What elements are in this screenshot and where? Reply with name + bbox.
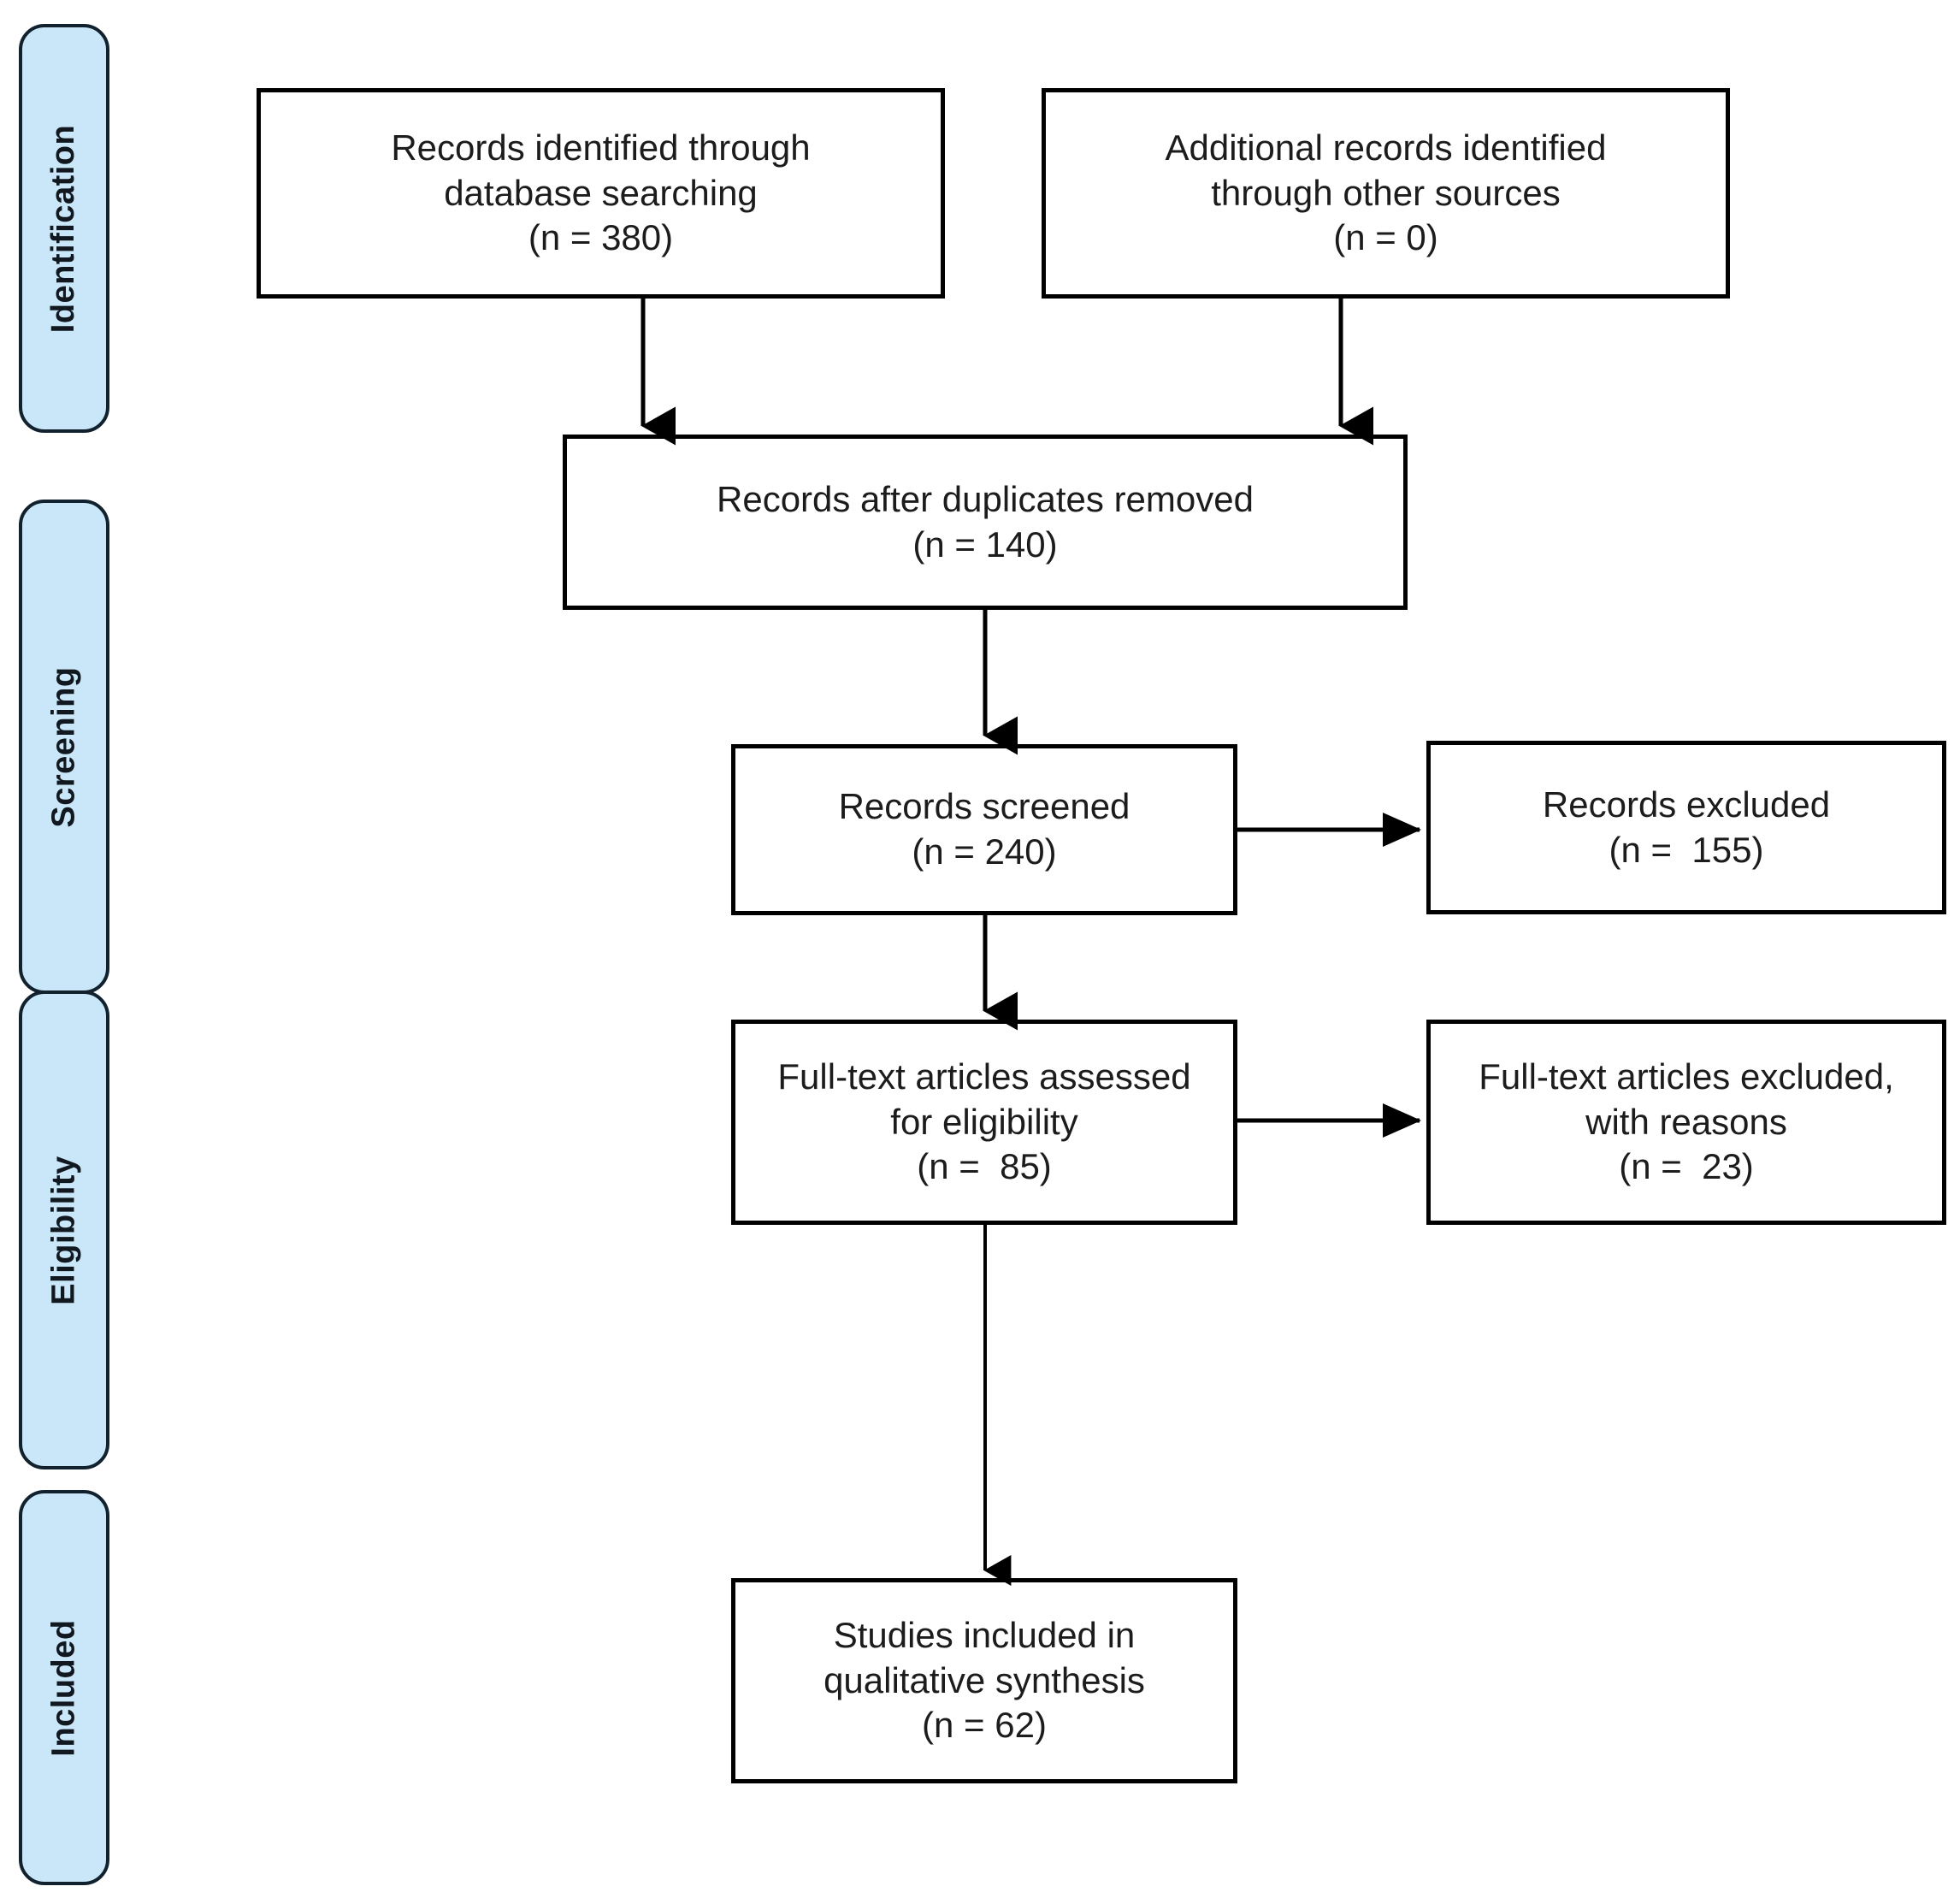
box-line: Records screened bbox=[838, 786, 1130, 827]
box-count: (n = 62) bbox=[922, 1705, 1047, 1746]
box-records-identified-database: Records identified through database sear… bbox=[257, 88, 945, 299]
box-line: Records excluded bbox=[1542, 783, 1831, 825]
stage-pill-screening: Screening bbox=[19, 500, 109, 994]
stage-pill-eligibility: Eligibility bbox=[19, 990, 109, 1469]
box-records-excluded: Records excluded (n = 155) bbox=[1426, 741, 1946, 914]
box-line: Records identified through bbox=[391, 127, 811, 168]
box-line: qualitative synthesis bbox=[824, 1659, 1145, 1700]
box-count: (n = 155) bbox=[1609, 829, 1764, 870]
box-line: Additional records identified bbox=[1165, 127, 1607, 168]
box-records-after-duplicates-removed: Records after duplicates removed (n = 14… bbox=[563, 435, 1408, 610]
box-records-screened: Records screened (n = 240) bbox=[731, 744, 1237, 915]
box-line: database searching bbox=[444, 172, 758, 213]
box-studies-included-qualitative: Studies included in qualitative synthesi… bbox=[731, 1578, 1237, 1783]
box-additional-records-other-sources: Additional records identified through ot… bbox=[1042, 88, 1730, 299]
box-count: (n = 85) bbox=[917, 1146, 1052, 1187]
box-count: (n = 0) bbox=[1333, 217, 1438, 258]
stage-label-screening: Screening bbox=[45, 665, 82, 828]
box-full-text-excluded: Full-text articles excluded, with reason… bbox=[1426, 1020, 1946, 1225]
box-line: with reasons bbox=[1585, 1101, 1787, 1142]
stage-pill-included: Included bbox=[19, 1490, 109, 1885]
stage-label-identification: Identification bbox=[45, 124, 82, 333]
box-line: through other sources bbox=[1211, 172, 1561, 213]
stage-pill-identification: Identification bbox=[19, 24, 109, 433]
stage-label-included: Included bbox=[45, 1618, 82, 1757]
box-line: Studies included in bbox=[833, 1614, 1136, 1655]
box-count: (n = 380) bbox=[528, 217, 674, 258]
box-line: Records after duplicates removed bbox=[717, 478, 1254, 519]
box-count: (n = 23) bbox=[1619, 1146, 1754, 1187]
box-line: Full-text articles assessed bbox=[777, 1055, 1191, 1097]
box-full-text-assessed: Full-text articles assessed for eligibil… bbox=[731, 1020, 1237, 1225]
box-line: Full-text articles excluded, bbox=[1479, 1055, 1894, 1097]
box-count: (n = 140) bbox=[912, 523, 1058, 565]
stage-label-eligibility: Eligibility bbox=[45, 1155, 82, 1305]
box-line: for eligibility bbox=[890, 1101, 1078, 1142]
box-count: (n = 240) bbox=[912, 831, 1057, 872]
